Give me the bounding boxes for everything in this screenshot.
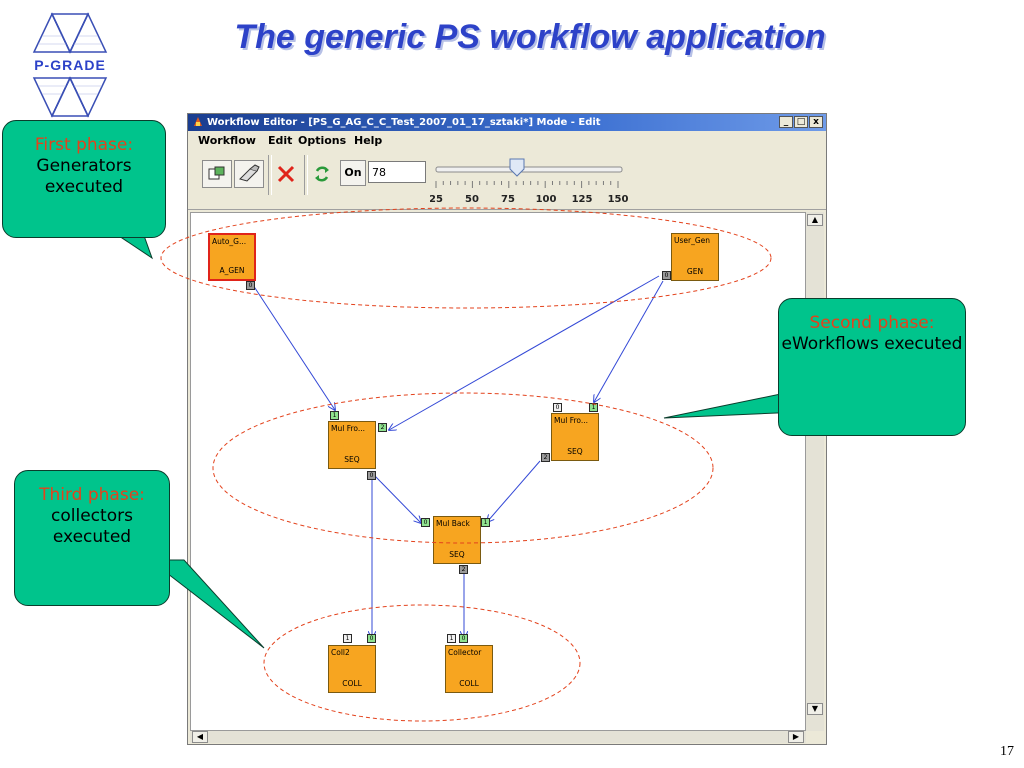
slider-tick-50: 50	[465, 194, 479, 205]
node-collector[interactable]: Collector COLL	[445, 645, 493, 693]
page-number: 17	[1000, 744, 1014, 759]
zoom-field[interactable]	[368, 161, 426, 183]
window-title: Workflow Editor - [PS_G_AG_C_C_Test_2007…	[207, 117, 601, 128]
menu-workflow[interactable]: Workflow	[198, 134, 256, 147]
menu-edit[interactable]: Edit	[268, 134, 293, 147]
slide-title: The generic PS workflow application	[234, 18, 826, 56]
menu-options[interactable]: Options	[298, 134, 347, 147]
port-in-coll2-a[interactable]: 1	[343, 634, 352, 643]
on-button[interactable]: On	[340, 160, 366, 186]
maximize-button[interactable]: □	[794, 116, 808, 128]
slider-tick-125: 125	[572, 194, 593, 205]
port-in-mul-fro-2-b[interactable]: 1	[589, 403, 598, 412]
callout-third-phase: Third phase: collectors executed	[14, 470, 170, 606]
port-in-mul-fro-1-a[interactable]: 1	[330, 411, 339, 420]
edit-properties-icon	[239, 164, 260, 182]
pgrade-logo: P-GRADE	[32, 12, 108, 118]
node-user-gen[interactable]: User_Gen GEN	[671, 233, 719, 281]
scroll-up-icon[interactable]: ▲	[807, 214, 823, 226]
port-in-coll2-b[interactable]: 0	[367, 634, 376, 643]
slider-tick-25: 25	[430, 194, 443, 205]
zoom-slider[interactable]: 25 50 75 100 125 150	[430, 155, 640, 205]
port-out-user-gen[interactable]: 0	[662, 271, 671, 280]
port-out-mul-fro-1[interactable]: 0	[367, 471, 376, 480]
scroll-left-icon[interactable]: ◀	[192, 731, 208, 743]
edge-autogen-mulfro1	[252, 284, 335, 410]
edge-mulfro1-mulback	[373, 474, 421, 523]
refresh-icon	[315, 166, 329, 182]
port-out-mul-back[interactable]: 2	[459, 565, 468, 574]
horizontal-scrollbar[interactable]: ◀ ▶	[190, 731, 806, 743]
vertical-scrollbar[interactable]: ▲ ▼	[806, 212, 824, 731]
port-in-collector-b[interactable]: 0	[459, 634, 468, 643]
workflow-editor-window: Workflow Editor - [PS_G_AG_C_C_Test_2007…	[187, 113, 827, 745]
delete-button[interactable]	[272, 160, 300, 188]
open-workflow-icon	[208, 166, 225, 180]
svg-text:P-GRADE: P-GRADE	[34, 57, 106, 73]
slider-tick-150: 150	[608, 194, 629, 205]
window-titlebar[interactable]: Workflow Editor - [PS_G_AG_C_C_Test_2007…	[188, 114, 826, 131]
node-coll2[interactable]: Coll2 COLL	[328, 645, 376, 693]
delete-icon	[277, 165, 295, 183]
edit-properties-button[interactable]	[234, 160, 264, 188]
callout-first-phase: First phase: Generators executed	[2, 120, 166, 238]
edge-mulfro2-mulback	[487, 460, 541, 522]
edge-usergen-mulfro1	[389, 275, 660, 430]
app-icon	[194, 117, 202, 126]
menu-bar: Workflow Edit Options Help	[188, 132, 826, 150]
node-mul-fro-2[interactable]: Mul Fro... SEQ	[551, 413, 599, 461]
close-button[interactable]: x	[809, 116, 823, 128]
open-workflow-button[interactable]	[202, 160, 232, 188]
menu-help[interactable]: Help	[354, 134, 383, 147]
callout-second-phase: Second phase: eWorkflows executed	[778, 298, 966, 436]
scroll-down-icon[interactable]: ▼	[807, 703, 823, 715]
node-mul-fro-1[interactable]: Mul Fro... SEQ	[328, 421, 376, 469]
slider-tick-100: 100	[536, 194, 557, 205]
minimize-button[interactable]: _	[779, 116, 793, 128]
scroll-right-icon[interactable]: ▶	[788, 731, 804, 743]
zoom-slider-thumb[interactable]	[509, 158, 525, 177]
workflow-canvas[interactable]: Auto_G... A_GEN 0 User_Gen GEN 0 Mul Fro…	[190, 212, 806, 731]
port-in-collector-a[interactable]: 1	[447, 634, 456, 643]
edge-usergen-mulfro2	[594, 280, 664, 402]
port-in-mul-fro-1-b[interactable]: 2	[378, 423, 387, 432]
toolbar: On 25 50 75 100 125 150	[188, 151, 826, 210]
port-in-mul-back-b[interactable]: 1	[481, 518, 490, 527]
port-out-auto-gen[interactable]: 0	[246, 281, 255, 290]
node-auto-gen[interactable]: Auto_G... A_GEN	[208, 233, 256, 281]
node-mul-back[interactable]: Mul Back SEQ	[433, 516, 481, 564]
port-in-mul-fro-2-a[interactable]: 0	[553, 403, 562, 412]
workflow-edges	[252, 275, 664, 731]
refresh-button[interactable]	[308, 160, 336, 188]
slider-tick-75: 75	[501, 194, 515, 205]
port-in-mul-back-a[interactable]: 0	[421, 518, 430, 527]
port-out-mul-fro-2[interactable]: 2	[541, 453, 550, 462]
